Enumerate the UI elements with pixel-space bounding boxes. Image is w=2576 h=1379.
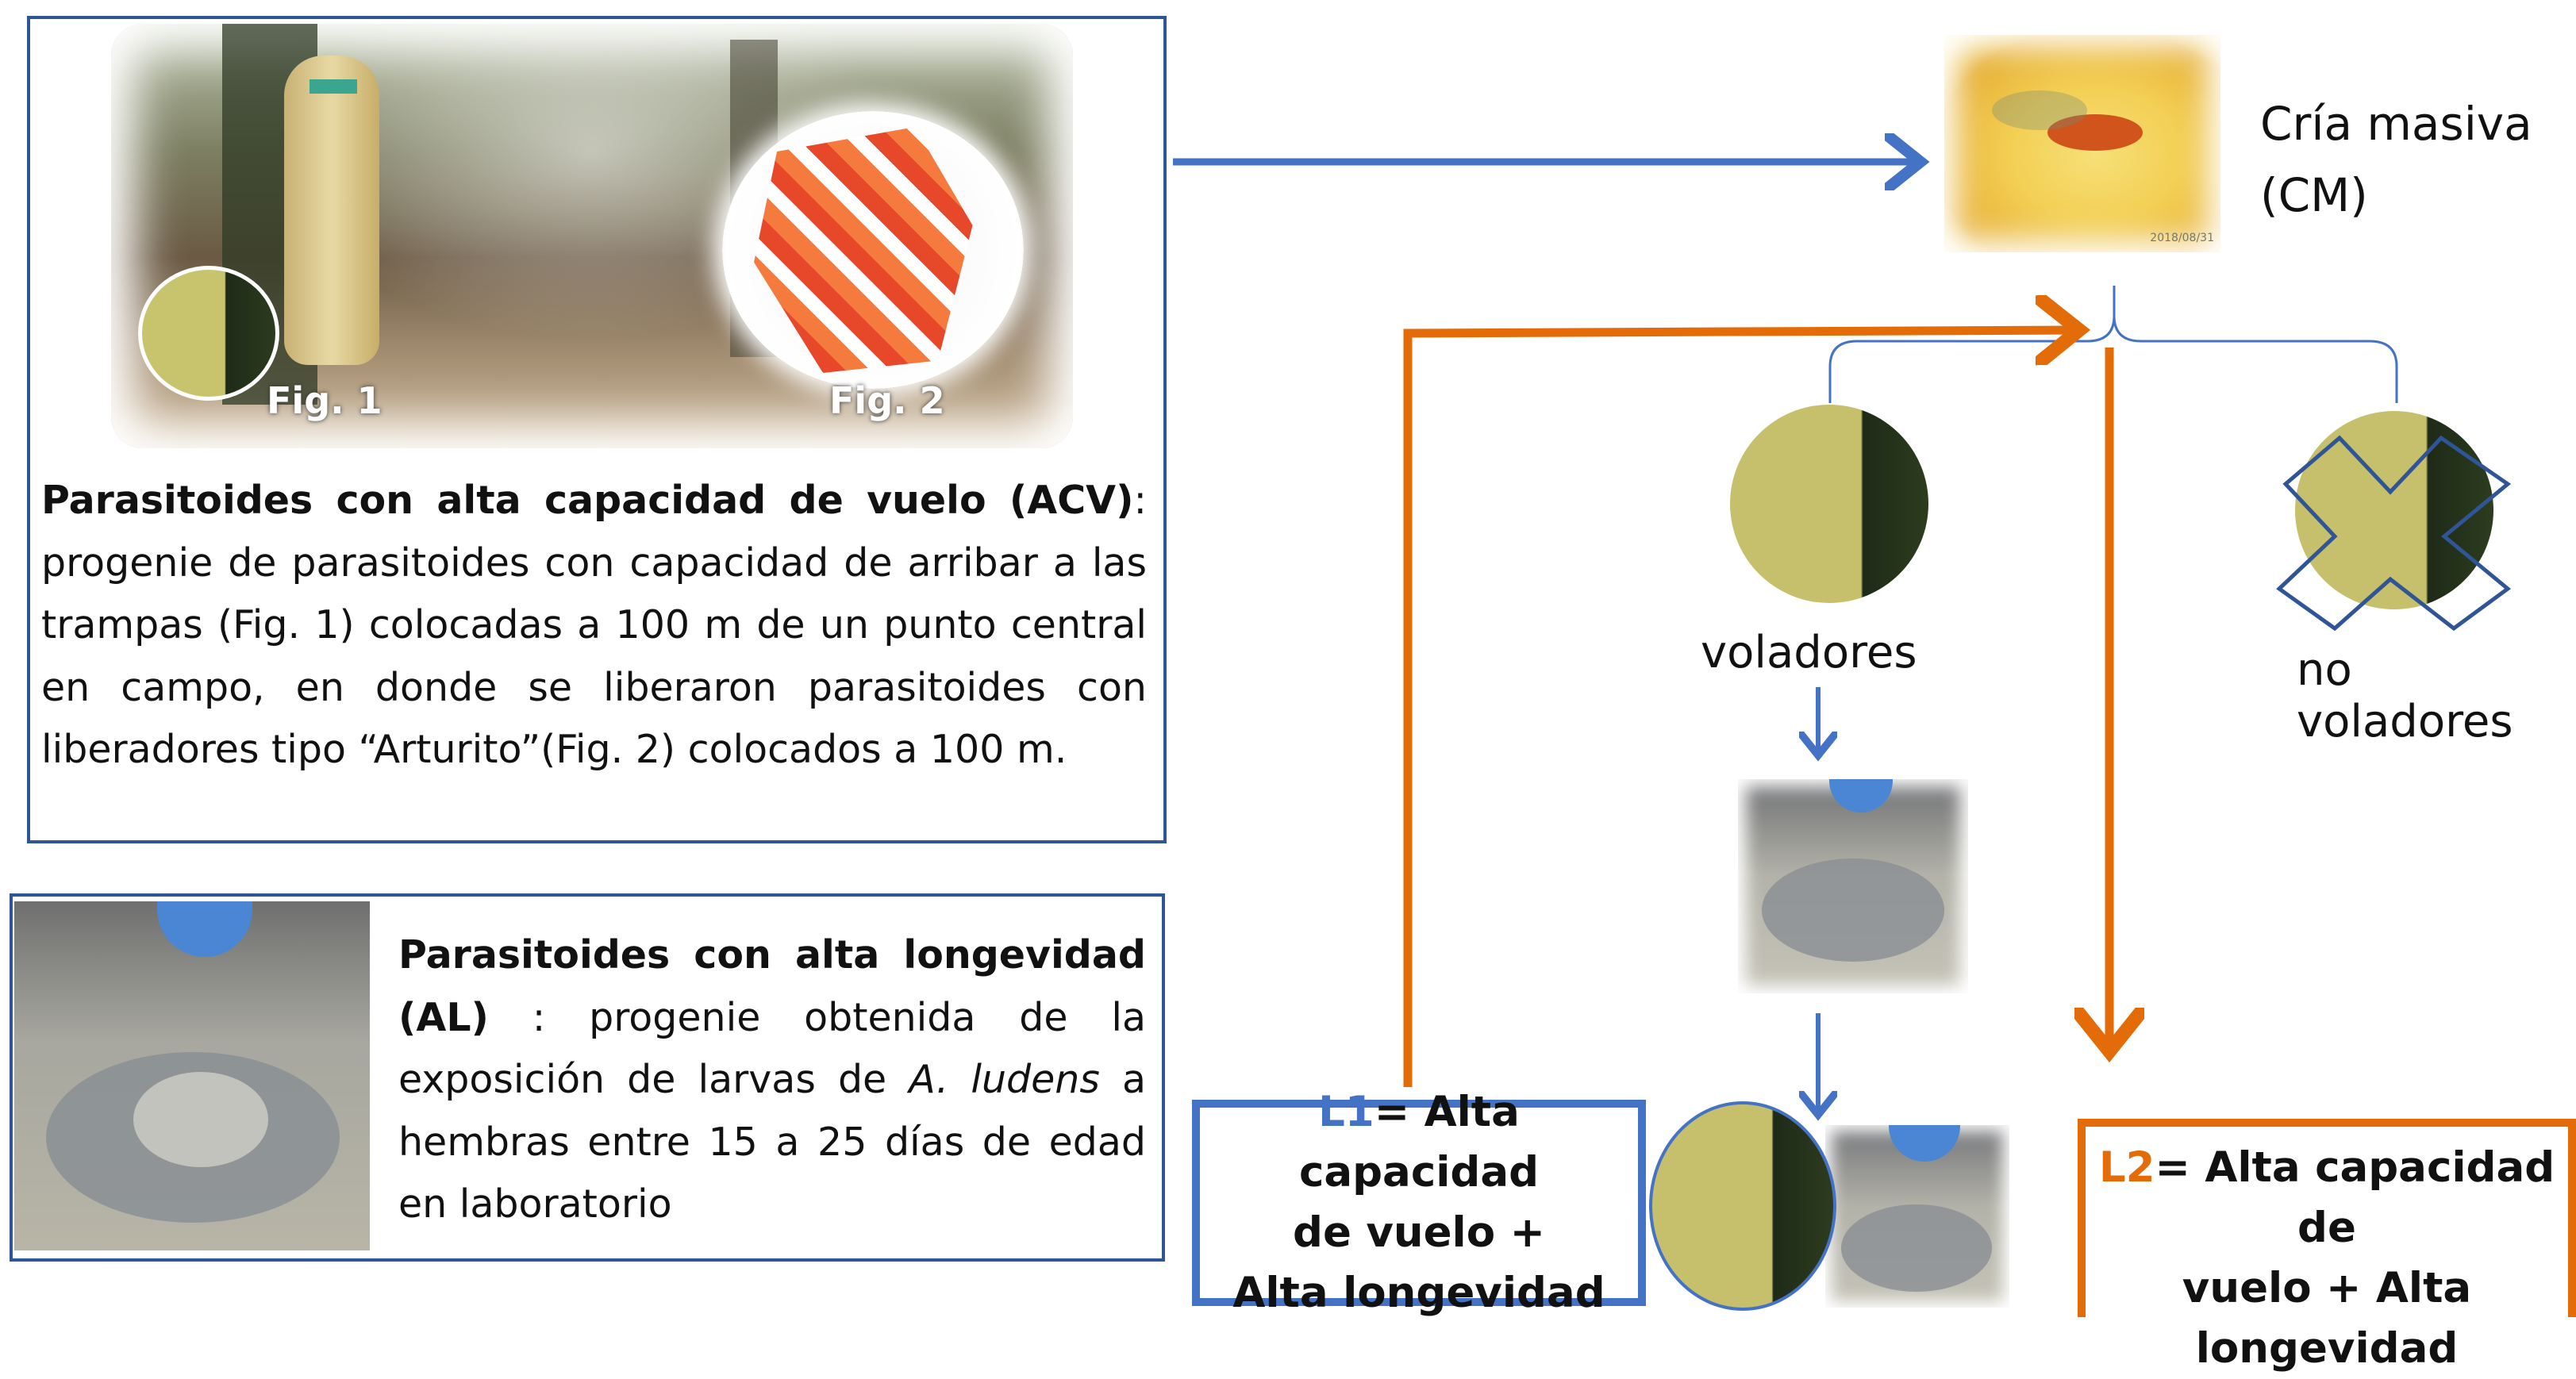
cage-photo <box>14 901 370 1250</box>
no-voladores-trap-image <box>2295 411 2493 609</box>
wasp-image <box>2047 114 2143 151</box>
al-body-pre: : progenie obtenida de la exposición de … <box>398 994 1146 1103</box>
l1-line2: de vuelo + <box>1293 1208 1545 1257</box>
al-species: A. ludens <box>909 1057 1100 1103</box>
l1-trap-circle-image <box>1649 1101 1836 1311</box>
voladores-cage-photo <box>1738 779 1968 993</box>
acv-description: Parasitoides con alta capacidad de vuelo… <box>41 470 1147 782</box>
cage-lid-shape <box>1889 1125 1960 1162</box>
l2-line1-text: = Alta capacidad de <box>2155 1143 2555 1252</box>
field-photo-banner: Fig. 1 Fig. 2 <box>111 24 1073 448</box>
cage-inner-oval-shape <box>133 1072 268 1167</box>
acv-body: progenie de parasitoides con capacidad d… <box>41 540 1147 773</box>
l1-line1-text: = Alta capacidad <box>1298 1088 1540 1197</box>
cm-label-line1: Cría masiva <box>2260 97 2532 151</box>
l1-tag: L1 <box>1318 1088 1375 1136</box>
connector-layer <box>1173 0 2398 1317</box>
l2-tag: L2 <box>2098 1143 2155 1192</box>
l2-line2: vuelo + Alta <box>2182 1264 2472 1312</box>
l2-box: L2= Alta capacidad de vuelo + Alta longe… <box>2078 1119 2576 1373</box>
wasp-wing-image <box>1992 90 2087 130</box>
arturito-release-image <box>722 111 1024 389</box>
l2-line1: L2= Alta capacidad de <box>2086 1138 2568 1258</box>
cross-out-icon <box>2276 435 2512 632</box>
fig2-caption: Fig. 2 <box>829 379 945 422</box>
l1-cage-photo <box>1825 1125 2009 1308</box>
al-body-post: a hembras entre 15 a 25 días de edad en … <box>398 1057 1146 1227</box>
l1-line1: L1= Alta capacidad <box>1200 1082 1638 1203</box>
trap-bag-tie <box>310 79 357 94</box>
acv-panel <box>27 16 1167 843</box>
cm-label-line2: (CM) <box>2260 168 2368 222</box>
l1-box: L1= Alta capacidad de vuelo + Alta longe… <box>1192 1088 1646 1317</box>
no-voladores-label: no voladores <box>2297 644 2513 747</box>
al-description: Parasitoides con alta longevidad (AL) : … <box>398 924 1146 1236</box>
trap-bag-image <box>284 56 379 365</box>
fig1-caption: Fig. 1 <box>267 379 383 422</box>
voladores-label: voladores <box>1701 627 1917 678</box>
cage-oval-shape <box>1841 1204 1992 1292</box>
l2-line3: longevidad <box>2195 1324 2459 1373</box>
photo-date-stamp: 2018/08/31 <box>2150 232 2214 244</box>
acv-title: Parasitoides con alta capacidad de vuelo… <box>41 478 1134 523</box>
cage-oval-shape <box>1762 859 1944 962</box>
arrow-l1-to-cm <box>1403 330 2079 1087</box>
trap-closeup-circle <box>138 266 279 401</box>
voladores-trap-image <box>1730 405 1928 603</box>
acv-title-colon: : <box>1133 478 1147 523</box>
al-panel <box>10 893 1165 1262</box>
al-title: Parasitoides con alta longevidad (AL) <box>398 932 1146 1040</box>
l1-line3: Alta longevidad <box>1232 1269 1605 1317</box>
mass-rearing-photo: 2018/08/31 <box>1944 35 2220 252</box>
